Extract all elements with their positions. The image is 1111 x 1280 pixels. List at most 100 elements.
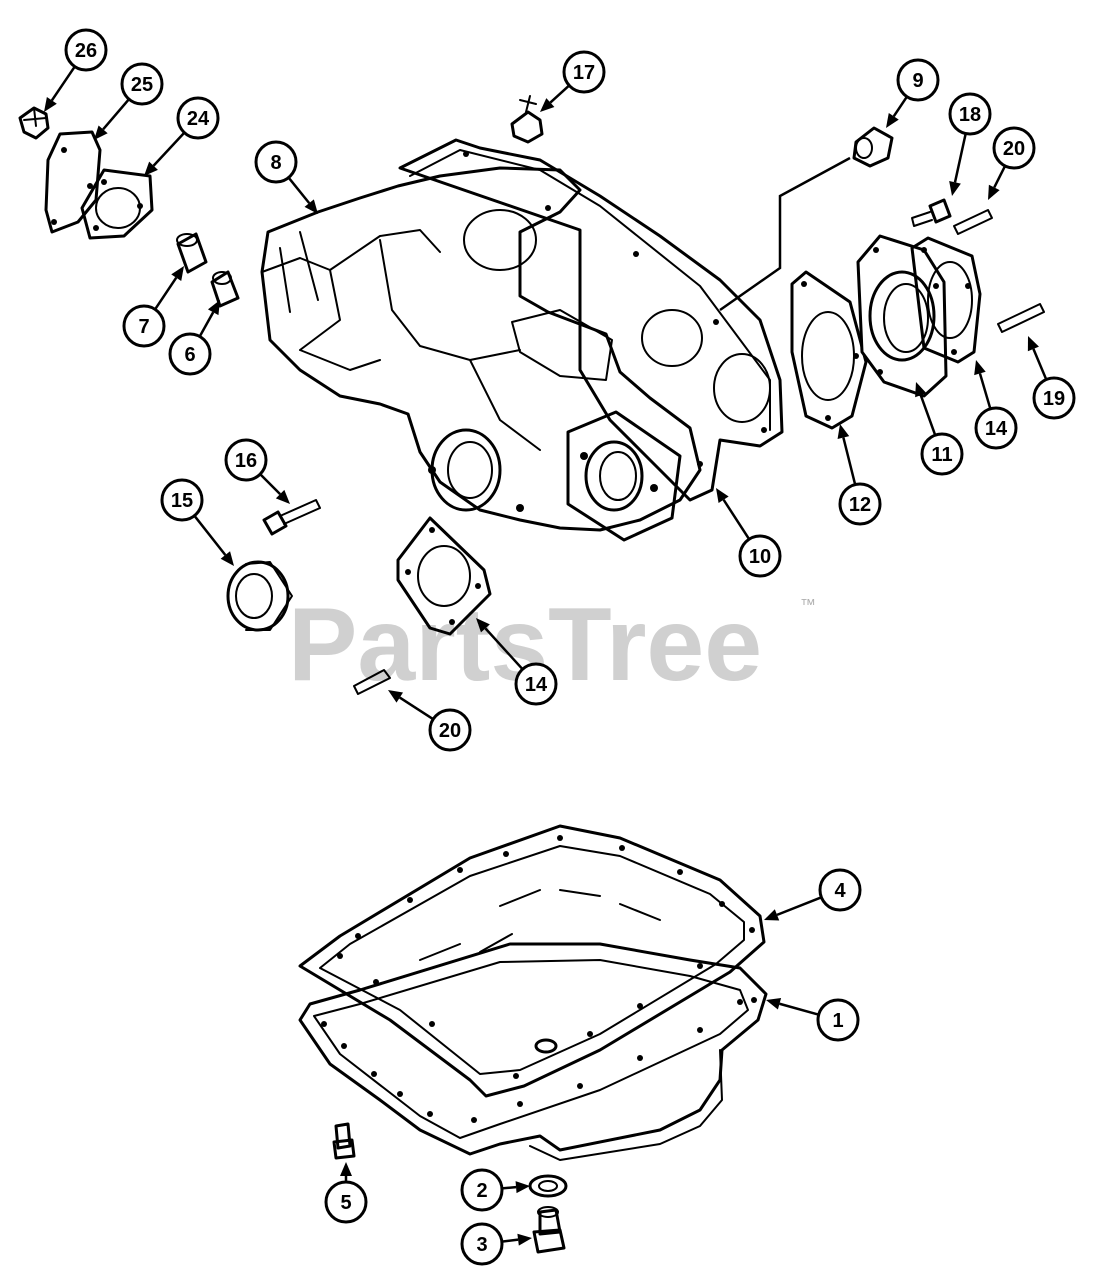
callout-circle — [1032, 376, 1076, 420]
callout-17: 17 — [540, 50, 606, 112]
callout-circle — [838, 482, 882, 526]
callout-label: 9 — [912, 70, 923, 92]
callout-circle — [920, 432, 964, 476]
part-18-bolt — [911, 198, 952, 227]
leader-line — [722, 499, 751, 540]
leader-arrowhead — [207, 300, 220, 316]
part-19-pin — [997, 303, 1045, 333]
leader-line — [549, 84, 571, 104]
leader-arrowhead — [340, 1162, 352, 1176]
leader-arrowhead — [766, 997, 782, 1010]
part-25-cover-plate — [44, 130, 102, 234]
leader-arrowhead — [540, 98, 555, 112]
callout-label: 25 — [131, 74, 153, 96]
callout-label: 19 — [1043, 388, 1065, 410]
callout-label: 8 — [270, 152, 281, 174]
callout-circle — [224, 438, 268, 482]
leader-line — [501, 1185, 517, 1190]
callout-9: 9 — [886, 58, 940, 128]
leader-arrowhead — [94, 125, 108, 140]
part-8-timing-housing — [260, 166, 702, 542]
leader-line — [154, 276, 178, 311]
leader-line — [152, 131, 186, 167]
callout-circle — [122, 304, 166, 348]
leader-arrowhead — [1027, 336, 1039, 352]
leader-arrowhead — [949, 181, 961, 196]
callout-14: 14 — [974, 360, 1018, 450]
leader-line — [993, 165, 1007, 189]
callout-14: 14 — [476, 618, 558, 706]
watermark-trademark: ™ — [800, 597, 816, 614]
callout-circle — [514, 662, 558, 706]
callout-24: 24 — [144, 96, 220, 176]
callout-label: 17 — [573, 62, 595, 84]
callout-5: 5 — [324, 1162, 368, 1224]
callout-label: 4 — [834, 880, 846, 902]
callout-label: 3 — [476, 1234, 487, 1256]
callout-circle — [460, 1222, 504, 1266]
callout-circle — [896, 58, 940, 102]
callout-label: 20 — [439, 720, 461, 742]
leader-arrowhead — [476, 618, 490, 633]
leader-line — [287, 176, 311, 204]
leader-arrowhead — [304, 199, 318, 214]
callout-label: 5 — [340, 1192, 351, 1214]
callout-label: 14 — [985, 418, 1008, 440]
callout-1: 1 — [766, 997, 860, 1042]
callout-16: 16 — [224, 438, 290, 504]
part-2-washer — [528, 1174, 568, 1198]
part-16-bolt — [262, 499, 321, 536]
leader-line — [259, 473, 281, 495]
callout-circle — [168, 332, 212, 376]
leader-arrowhead — [974, 360, 986, 376]
leader-line — [842, 437, 857, 485]
leader-line — [198, 311, 215, 338]
callout-4: 4 — [764, 868, 862, 921]
callout-label: 18 — [959, 104, 981, 126]
leader-arrowhead — [388, 690, 404, 703]
callout-12: 12 — [837, 424, 882, 526]
part-9-bearing — [719, 126, 894, 312]
callout-2: 2 — [460, 1168, 530, 1212]
part-11-seal-housing — [856, 234, 948, 398]
leader-arrowhead — [517, 1233, 532, 1246]
callout-circle — [120, 62, 164, 106]
leader-line — [102, 98, 130, 131]
leader-line — [399, 696, 434, 721]
callout-label: 26 — [75, 40, 97, 62]
leader-arrowhead — [44, 97, 57, 112]
leader-line — [193, 514, 227, 556]
part-14-gasket-upper — [910, 236, 982, 364]
callout-label: 6 — [184, 344, 195, 366]
callout-10: 10 — [716, 488, 782, 578]
callout-circle — [160, 478, 204, 522]
leader-line — [501, 1238, 519, 1243]
leader-arrowhead — [886, 113, 899, 128]
callout-label: 16 — [235, 450, 257, 472]
callout-circle — [254, 140, 298, 184]
part-20-stud-lower — [353, 669, 391, 695]
part-5-bolt — [332, 1122, 356, 1160]
callout-20: 20 — [388, 690, 472, 752]
leader-arrowhead — [144, 161, 158, 176]
leader-arrowhead — [716, 488, 729, 504]
callout-11: 11 — [915, 382, 964, 476]
callout-18: 18 — [948, 92, 992, 196]
leader-arrowhead — [837, 424, 850, 440]
part-17-bolt — [510, 95, 544, 144]
callout-19: 19 — [1027, 336, 1076, 420]
callout-circle — [738, 534, 782, 578]
leader-line — [1032, 348, 1048, 381]
callout-label: 2 — [476, 1180, 487, 1202]
leader-arrowhead — [171, 266, 184, 281]
part-6-bushing — [210, 270, 240, 308]
part-14-gasket-lower — [396, 516, 492, 636]
callout-label: 14 — [525, 674, 548, 696]
part-12-gasket — [790, 270, 868, 430]
callout-label: 12 — [849, 494, 871, 516]
callout-15: 15 — [160, 478, 234, 566]
callout-label: 24 — [187, 108, 210, 130]
callout-7: 7 — [122, 266, 184, 348]
part-4-oil-pan-gasket — [298, 824, 766, 1098]
